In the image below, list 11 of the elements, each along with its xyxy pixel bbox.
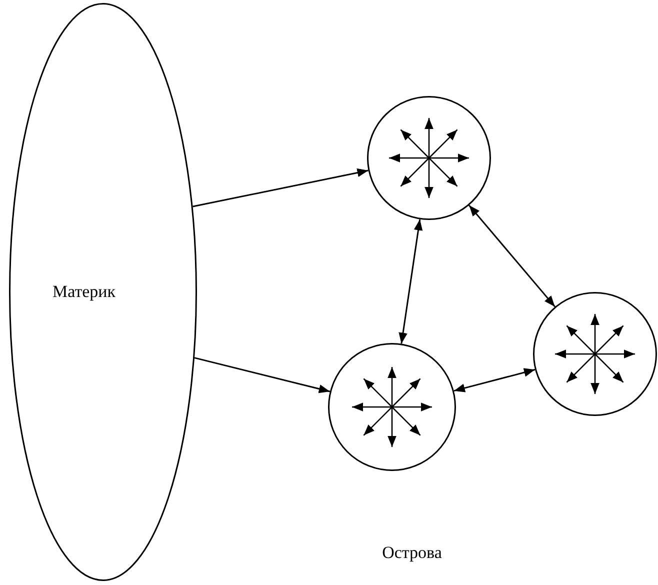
group-caption: Острова xyxy=(382,543,442,563)
arrow xyxy=(194,357,330,394)
arrow xyxy=(192,168,368,208)
ellipse-shape xyxy=(9,3,197,581)
arrow xyxy=(398,219,423,344)
arrow xyxy=(454,368,536,392)
circle-node xyxy=(533,292,657,416)
node-label: Материк xyxy=(52,282,116,302)
circle-node xyxy=(328,343,456,471)
arrow xyxy=(468,204,556,308)
circle-node xyxy=(367,96,491,220)
